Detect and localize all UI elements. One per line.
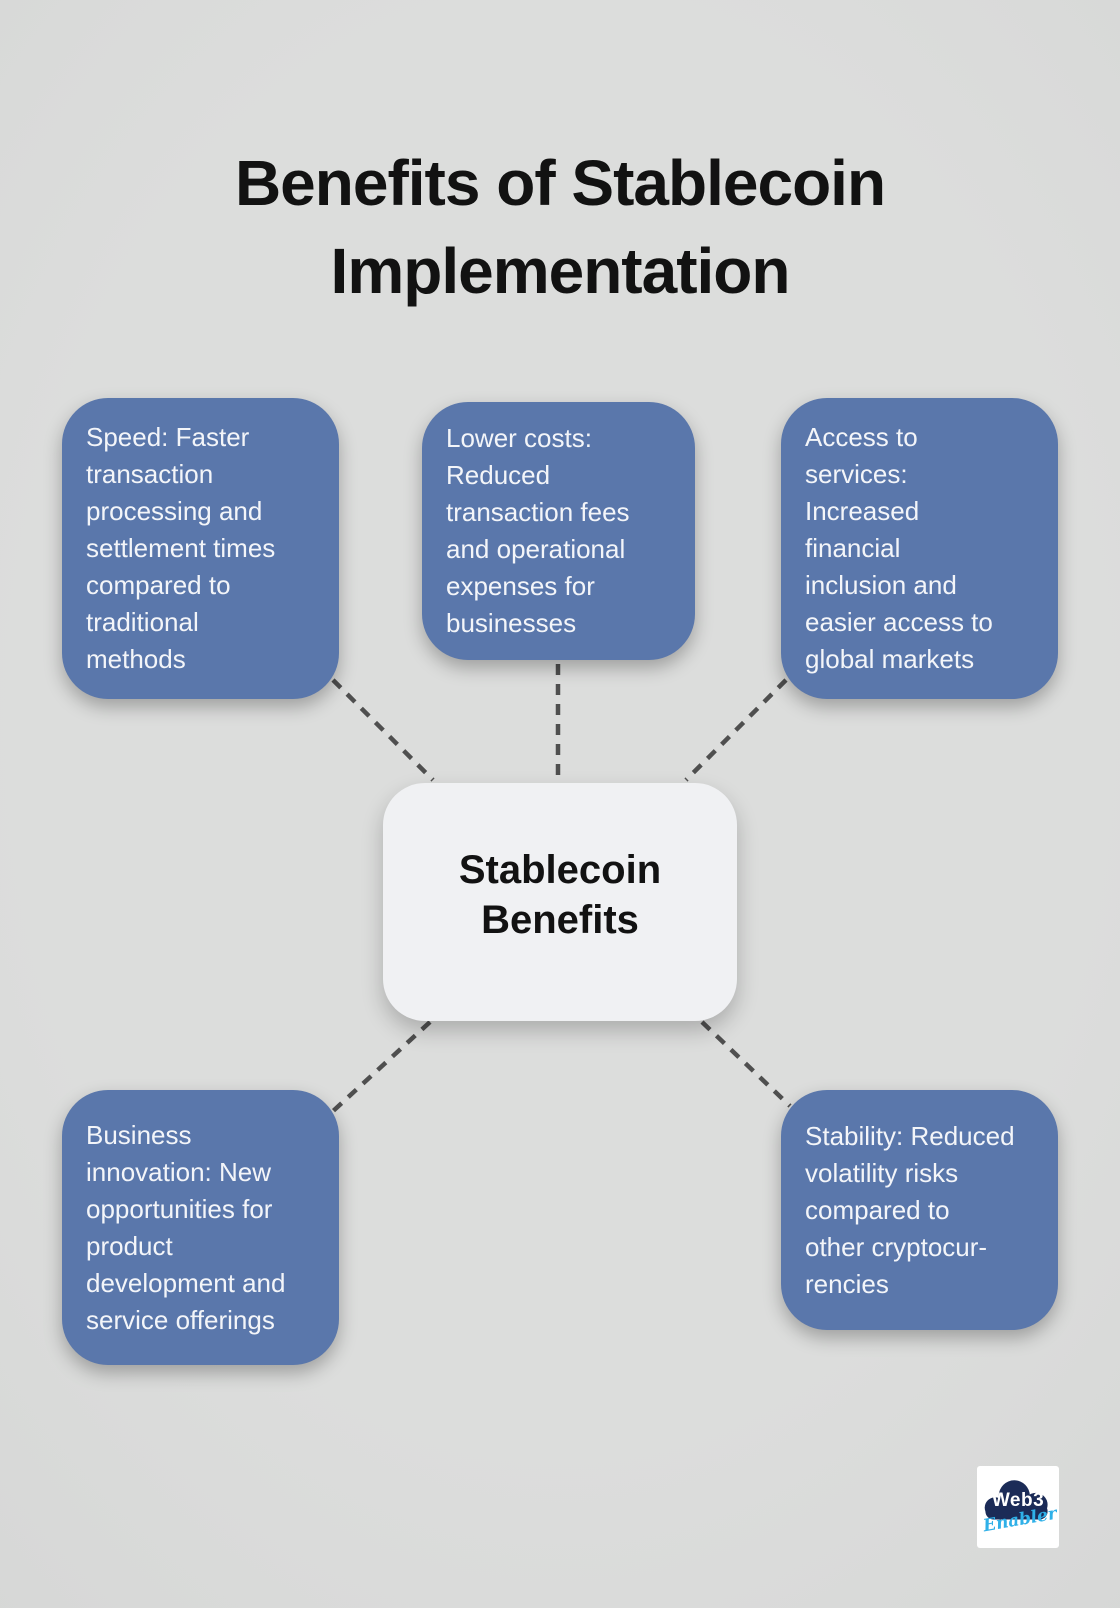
cloud-icon [984,1480,1048,1520]
benefit-text-stability: Stability: Reduced volatility risks comp… [805,1120,1015,1299]
connector-access-to-center [684,678,788,782]
benefit-box-access-to-services: Access to services: Increased financial … [781,398,1058,699]
central-node-label: Stablecoin Benefits [458,848,662,942]
connector-center-to-innovation [330,1020,432,1114]
central-node: Stablecoin Benefits [383,783,737,1021]
benefit-box-business-innovation: Business innovation: New opportunities f… [62,1090,339,1365]
benefit-text-lower-costs: Lower costs: Reduced transaction fees an… [446,423,630,638]
benefit-text-speed: Speed: Faster transaction processing and… [86,422,276,674]
web3-enabler-logo: Web3 Enabler [977,1466,1059,1548]
benefit-text-access-to-services: Access to services: Increased financial … [805,422,993,674]
benefit-text-business-innovation: Business innovation: New opportunities f… [86,1119,286,1335]
benefit-box-lower-costs: Lower costs: Reduced transaction fees an… [422,402,695,660]
connector-center-to-stability [700,1020,792,1108]
benefit-box-stability: Stability: Reduced volatility risks comp… [781,1090,1058,1330]
benefit-box-speed: Speed: Faster transaction processing and… [62,398,339,699]
logo-text-web3: Web3 [991,1490,1045,1511]
page-title: Benefits of Stablecoin Implementation [234,146,886,307]
connector-speed-to-center [331,678,435,782]
